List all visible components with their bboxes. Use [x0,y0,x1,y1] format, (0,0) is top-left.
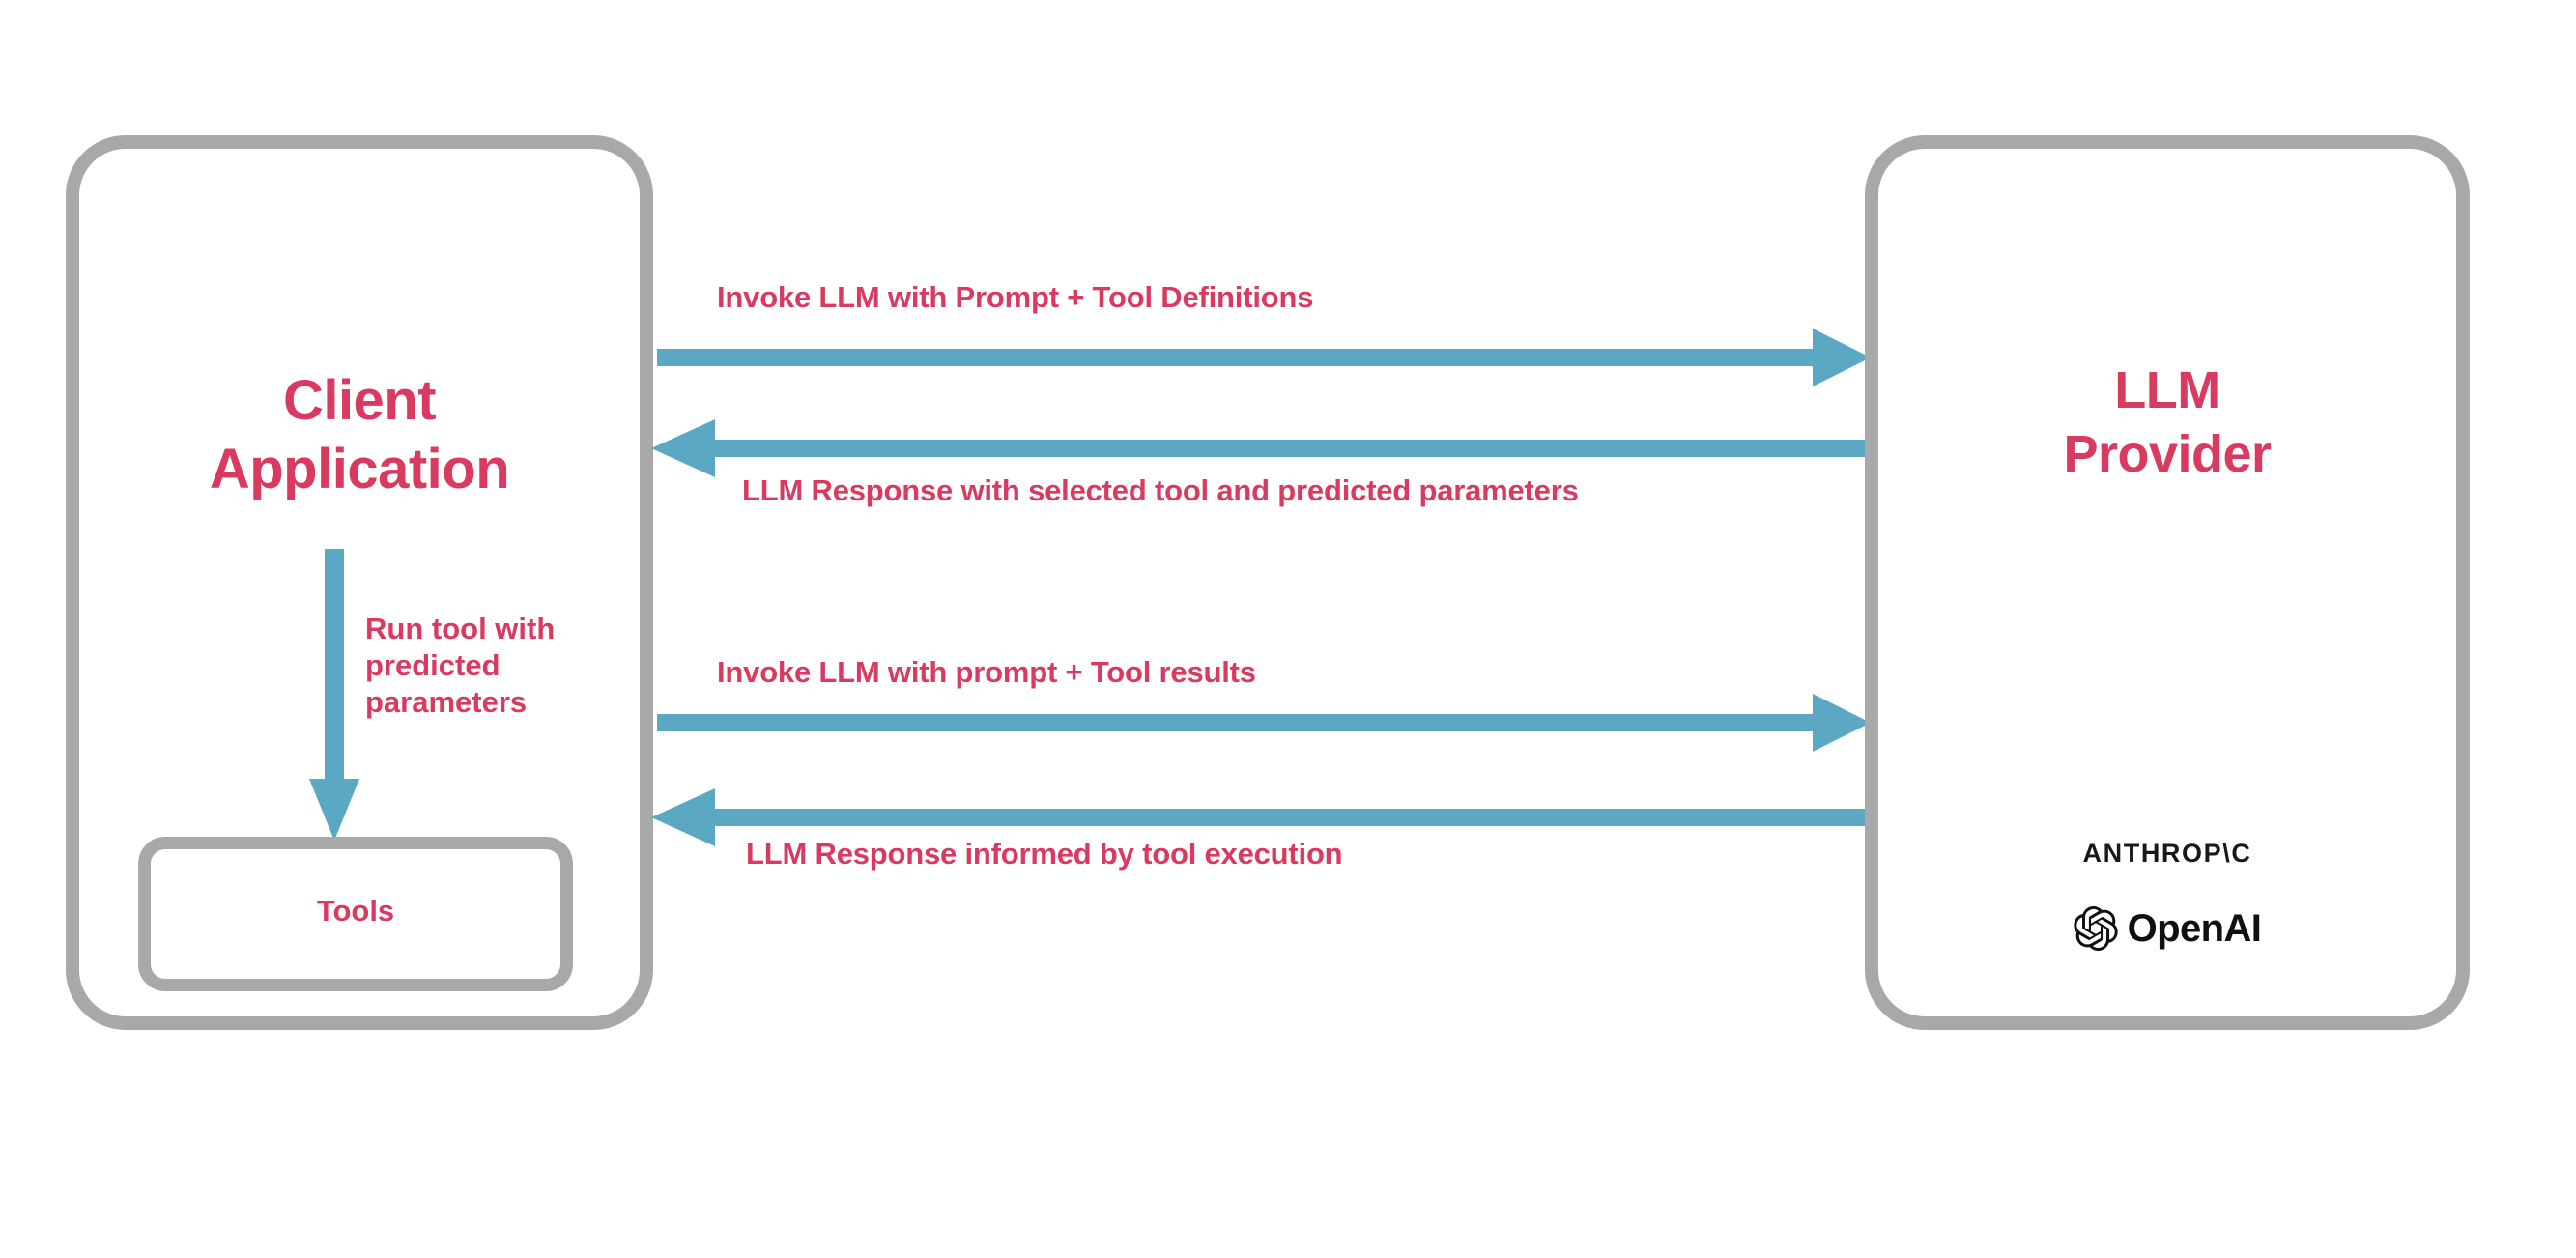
client-title-line-2: Application [209,437,510,500]
response-tool-execution-label: LLM Response informed by tool execution [746,837,1343,871]
arrow-down-icon [309,549,359,841]
anthropic-logo: ANTHROP\C [2082,839,2252,868]
openai-mark-icon [2074,906,2118,951]
run-tool-arrow-label: Run tool with predicted parameters [365,612,556,719]
tools-box[interactable] [138,837,573,991]
invoke-tool-results-arrow [657,694,1871,752]
openai-logo: OpenAI [1865,906,2470,951]
tools-label: Tools [316,894,395,928]
run-tool-arrow [309,549,359,841]
arrow-left-icon [651,788,1871,846]
llm-provider-title: LLM Provider [1865,359,2470,487]
response-selected-tool-label: LLM Response with selected tool and pred… [742,473,1579,507]
arrow-right-icon [657,329,1871,386]
response-selected-tool-arrow [651,419,1871,477]
arrow-right-icon [657,694,1871,752]
llm-title-line-2: Provider [2063,424,2272,483]
invoke-tool-results-label: Invoke LLM with prompt + Tool results [717,655,1256,689]
llm-title-line-1: LLM [2114,361,2220,419]
arrow-left-icon [651,419,1871,477]
llm-provider-box [1865,135,2470,1030]
client-application-title: Client Application [66,367,653,504]
response-tool-execution-arrow [651,788,1871,846]
invoke-tool-definitions-arrow [657,329,1871,386]
openai-wordmark: OpenAI [2127,906,2262,950]
client-title-line-1: Client [282,369,437,432]
invoke-tool-definitions-label: Invoke LLM with Prompt + Tool Definition… [717,280,1314,314]
